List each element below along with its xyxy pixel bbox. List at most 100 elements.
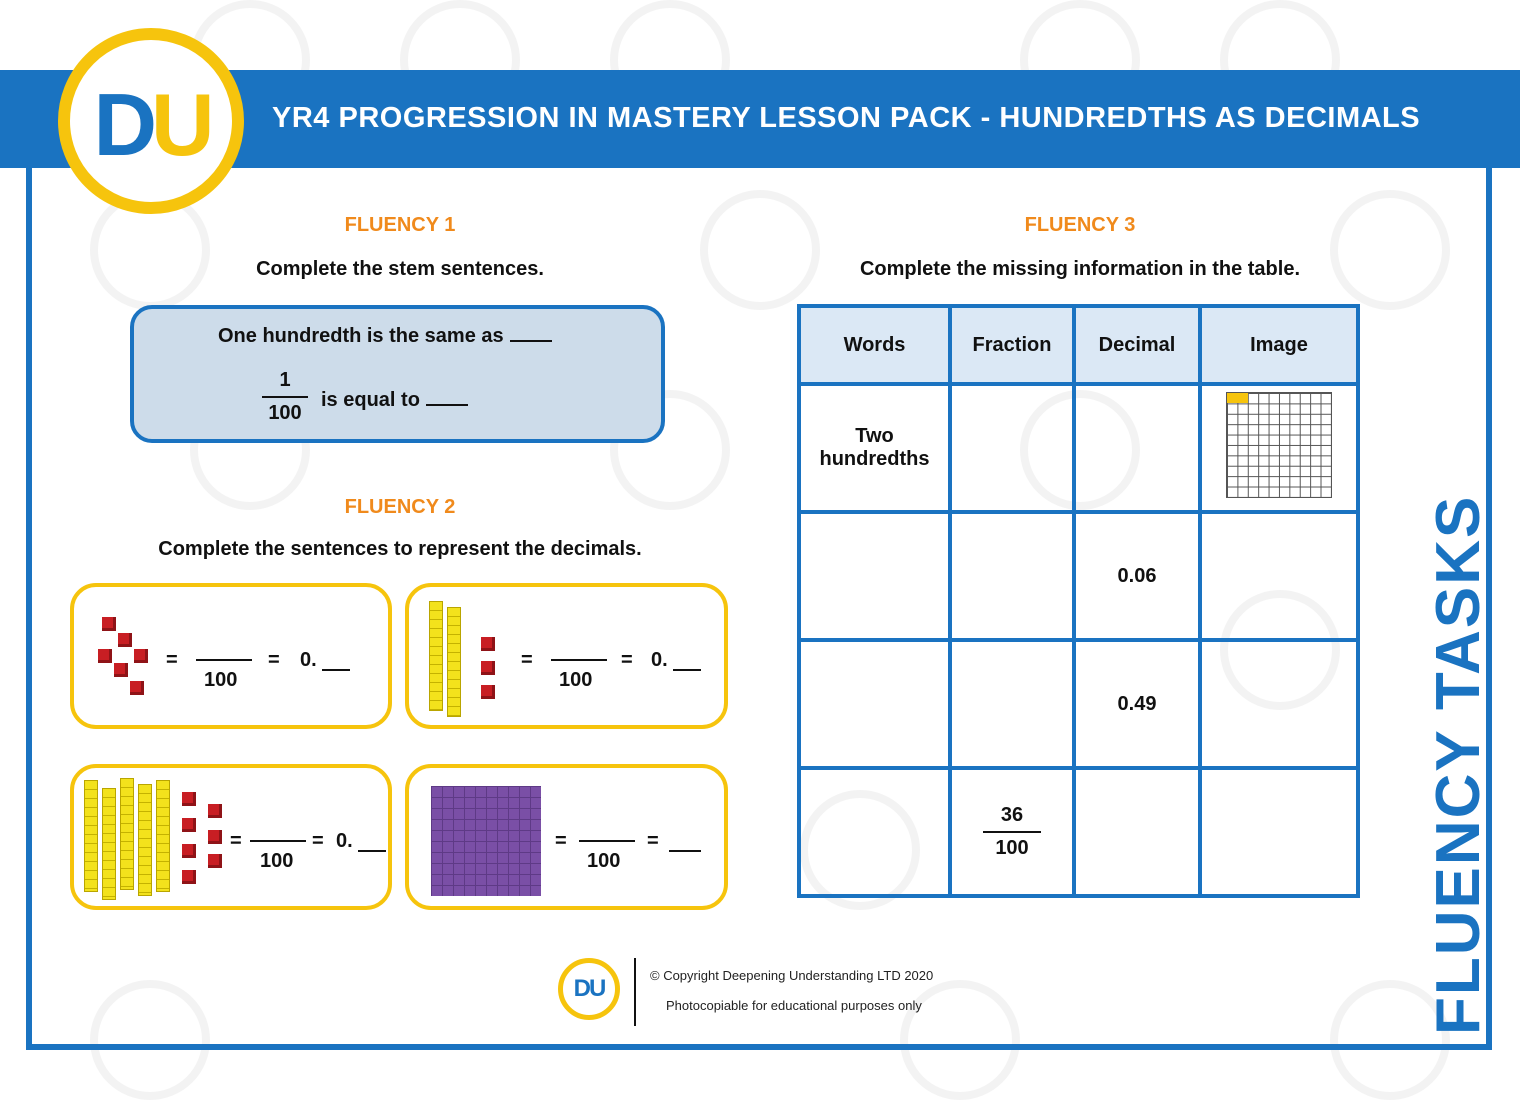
fraction-bar <box>551 659 607 661</box>
decimal-card-1: = 100 = 0. <box>70 583 392 729</box>
equals-sign: = <box>555 830 567 852</box>
fraction-bar <box>250 840 306 842</box>
unit-cube <box>182 870 196 884</box>
footer-note: Photocopiable for educational purposes o… <box>666 998 922 1013</box>
denominator: 100 <box>260 850 294 872</box>
answer-blank[interactable] <box>669 850 701 852</box>
brand-logo: DU <box>58 28 244 214</box>
answer-blank[interactable] <box>322 669 350 671</box>
cell-fraction-blank[interactable] <box>948 510 1076 642</box>
cell-decimal-blank[interactable] <box>1072 766 1202 898</box>
cell-decimal: 0.49 <box>1072 638 1202 770</box>
column-header-decimal: Decimal <box>1072 304 1202 386</box>
answer-blank[interactable] <box>673 669 701 671</box>
unit-cube <box>481 637 495 651</box>
logo-letter-u: U <box>151 75 215 174</box>
unit-cube <box>481 661 495 675</box>
hundred-flat <box>431 786 541 896</box>
footer-logo: DU <box>558 958 620 1020</box>
ten-rod <box>120 778 134 890</box>
hundred-grid-image <box>1226 392 1332 498</box>
equals-sign: = <box>166 649 178 671</box>
logo-letter-d: D <box>93 75 157 174</box>
cell-words-blank[interactable] <box>797 638 952 770</box>
answer-blank[interactable] <box>509 326 552 342</box>
ten-rod <box>156 780 170 892</box>
denominator: 100 <box>587 850 621 872</box>
unit-cube <box>130 681 144 695</box>
equals-sign: = <box>521 649 533 671</box>
unit-cube <box>208 830 222 844</box>
fluency2-instruction: Complete the sentences to represent the … <box>158 538 642 560</box>
unit-cube <box>134 649 148 663</box>
unit-cube <box>182 844 196 858</box>
unit-cube <box>208 804 222 818</box>
ten-rod <box>447 607 461 717</box>
cell-words: Two hundredths <box>797 382 952 514</box>
stem-sentence-box: One hundredth is the same as 1 100 is eq… <box>130 305 665 443</box>
fraction-bar <box>196 659 252 661</box>
fraction-one-hundredth: 1 100 <box>262 369 308 425</box>
cell-image-blank[interactable] <box>1198 510 1360 642</box>
cell-fraction-blank[interactable] <box>948 382 1076 514</box>
unit-cube <box>182 792 196 806</box>
unit-cube <box>182 818 196 832</box>
fluency2-heading: FLUENCY 2 <box>344 496 456 518</box>
answer-blank[interactable] <box>425 390 468 406</box>
header-banner <box>0 70 1520 168</box>
table-row: 36 100 <box>797 766 1360 898</box>
table-row: Two hundredths <box>797 382 1360 514</box>
unit-cube <box>481 685 495 699</box>
unit-cube <box>208 854 222 868</box>
decimal-card-3: = 100 = 0. <box>70 764 392 910</box>
cell-image-blank[interactable] <box>1198 638 1360 770</box>
cell-image-blank[interactable] <box>1198 766 1360 898</box>
shaded-squares <box>1227 393 1248 403</box>
side-label-fluency-tasks: FLUENCY TASKS <box>1424 494 1493 1035</box>
decimal-prefix: 0. <box>336 830 353 852</box>
equals-sign: = <box>312 830 324 852</box>
fluency1-instruction: Complete the stem sentences. <box>256 258 544 280</box>
decimal-prefix: 0. <box>651 649 668 671</box>
ten-rod <box>102 788 116 900</box>
unit-cube <box>114 663 128 677</box>
table-row: 0.06 <box>797 510 1360 642</box>
cell-words-blank[interactable] <box>797 510 952 642</box>
stem-line-2: is equal to <box>321 389 420 411</box>
denominator: 100 <box>204 669 238 691</box>
fluency3-instruction: Complete the missing information in the … <box>859 258 1301 280</box>
missing-info-table: Words Fraction Decimal Image Two hundred… <box>797 304 1360 898</box>
stem-line-1: One hundredth is the same as <box>218 325 504 347</box>
fluency3-heading: FLUENCY 3 <box>1024 214 1136 236</box>
unit-cube <box>98 649 112 663</box>
cell-decimal-blank[interactable] <box>1072 382 1202 514</box>
cell-words-blank[interactable] <box>797 766 952 898</box>
equals-sign: = <box>647 830 659 852</box>
decimal-card-4: = 100 = <box>405 764 728 910</box>
footer-copyright: © Copyright Deepening Understanding LTD … <box>650 968 934 983</box>
equals-sign: = <box>230 830 242 852</box>
ten-rod <box>84 780 98 892</box>
page-title: YR4 PROGRESSION IN MASTERY LESSON PACK -… <box>272 102 1421 134</box>
column-header-image: Image <box>1198 304 1360 386</box>
table-header-row: Words Fraction Decimal Image <box>797 304 1360 386</box>
answer-blank[interactable] <box>358 850 386 852</box>
column-header-fraction: Fraction <box>948 304 1076 386</box>
equals-sign: = <box>621 649 633 671</box>
ten-rod <box>429 601 443 711</box>
unit-cube <box>102 617 116 631</box>
decimal-prefix: 0. <box>300 649 317 671</box>
fluency1-heading: FLUENCY 1 <box>344 214 456 236</box>
cell-image <box>1198 382 1360 514</box>
cell-decimal: 0.06 <box>1072 510 1202 642</box>
ten-rod <box>138 784 152 896</box>
table-row: 0.49 <box>797 638 1360 770</box>
unit-cube <box>118 633 132 647</box>
cell-fraction: 36 100 <box>948 766 1076 898</box>
fraction-36-hundredths: 36 100 <box>983 804 1041 860</box>
cell-fraction-blank[interactable] <box>948 638 1076 770</box>
fraction-bar <box>579 840 635 842</box>
denominator: 100 <box>559 669 593 691</box>
column-header-words: Words <box>797 304 952 386</box>
decimal-card-2: = 100 = 0. <box>405 583 728 729</box>
